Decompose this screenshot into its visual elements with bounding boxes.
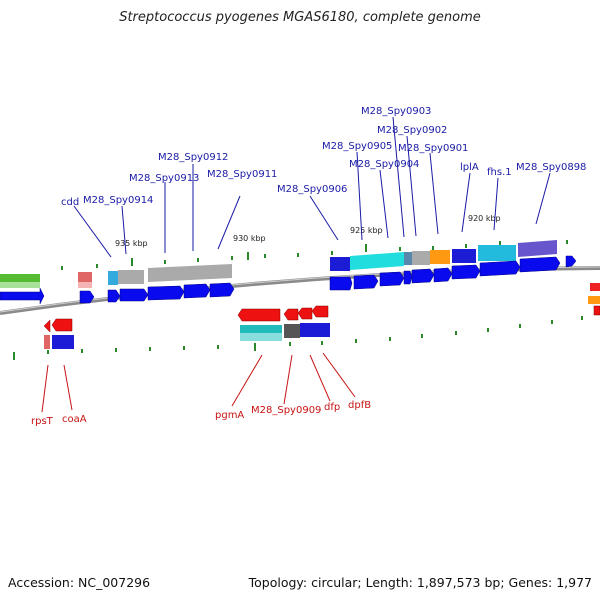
tick-label: 935 kbp	[115, 239, 148, 248]
gene-label: lplA	[460, 162, 479, 173]
forward-cds-track	[0, 255, 577, 305]
genome-summary-text: Topology: circular; Length: 1,897,573 bp…	[248, 575, 592, 590]
gene-label: M28_Spy0909	[251, 405, 321, 416]
gene-label: dfp	[324, 402, 340, 413]
tick-marks-inner	[13, 316, 583, 360]
gene-label: M28_Spy0912	[158, 152, 228, 163]
gene-label: M28_Spy0901	[398, 143, 468, 154]
gene-label: M28_Spy0903	[361, 106, 431, 117]
gene-label: coaA	[62, 414, 87, 425]
gene-label: fhs.1	[487, 167, 512, 178]
gene-label: pgmA	[215, 410, 244, 421]
gene-label: M28_Spy0902	[377, 125, 447, 136]
accession-text: Accession: NC_007296	[8, 575, 151, 590]
tick-label: 925 kbp	[350, 226, 383, 235]
gene-label: M28_Spy0911	[207, 169, 277, 180]
gene-label: M28_Spy0904	[349, 159, 419, 170]
reverse-leader-lines	[41, 352, 356, 413]
gene-label: M28_Spy0913	[129, 173, 199, 184]
tick-label: 920 kbp	[468, 214, 501, 223]
gene-label: rpsT	[31, 416, 54, 427]
gene-label: cdd	[61, 197, 79, 208]
gene-label: M28_Spy0914	[83, 195, 153, 206]
gene-label: M28_Spy0898	[516, 162, 586, 173]
feature-band-inner	[44, 296, 600, 349]
map-title: Streptococcus pyogenes MGAS6180, complet…	[119, 10, 481, 25]
reverse-cds-track	[43, 305, 600, 333]
gene-label: M28_Spy0905	[322, 141, 392, 152]
forward-leader-lines	[73, 116, 551, 258]
gene-label: M28_Spy0906	[277, 184, 347, 195]
tick-label: 930 kbp	[233, 234, 266, 243]
gene-label: dpfB	[348, 400, 371, 411]
